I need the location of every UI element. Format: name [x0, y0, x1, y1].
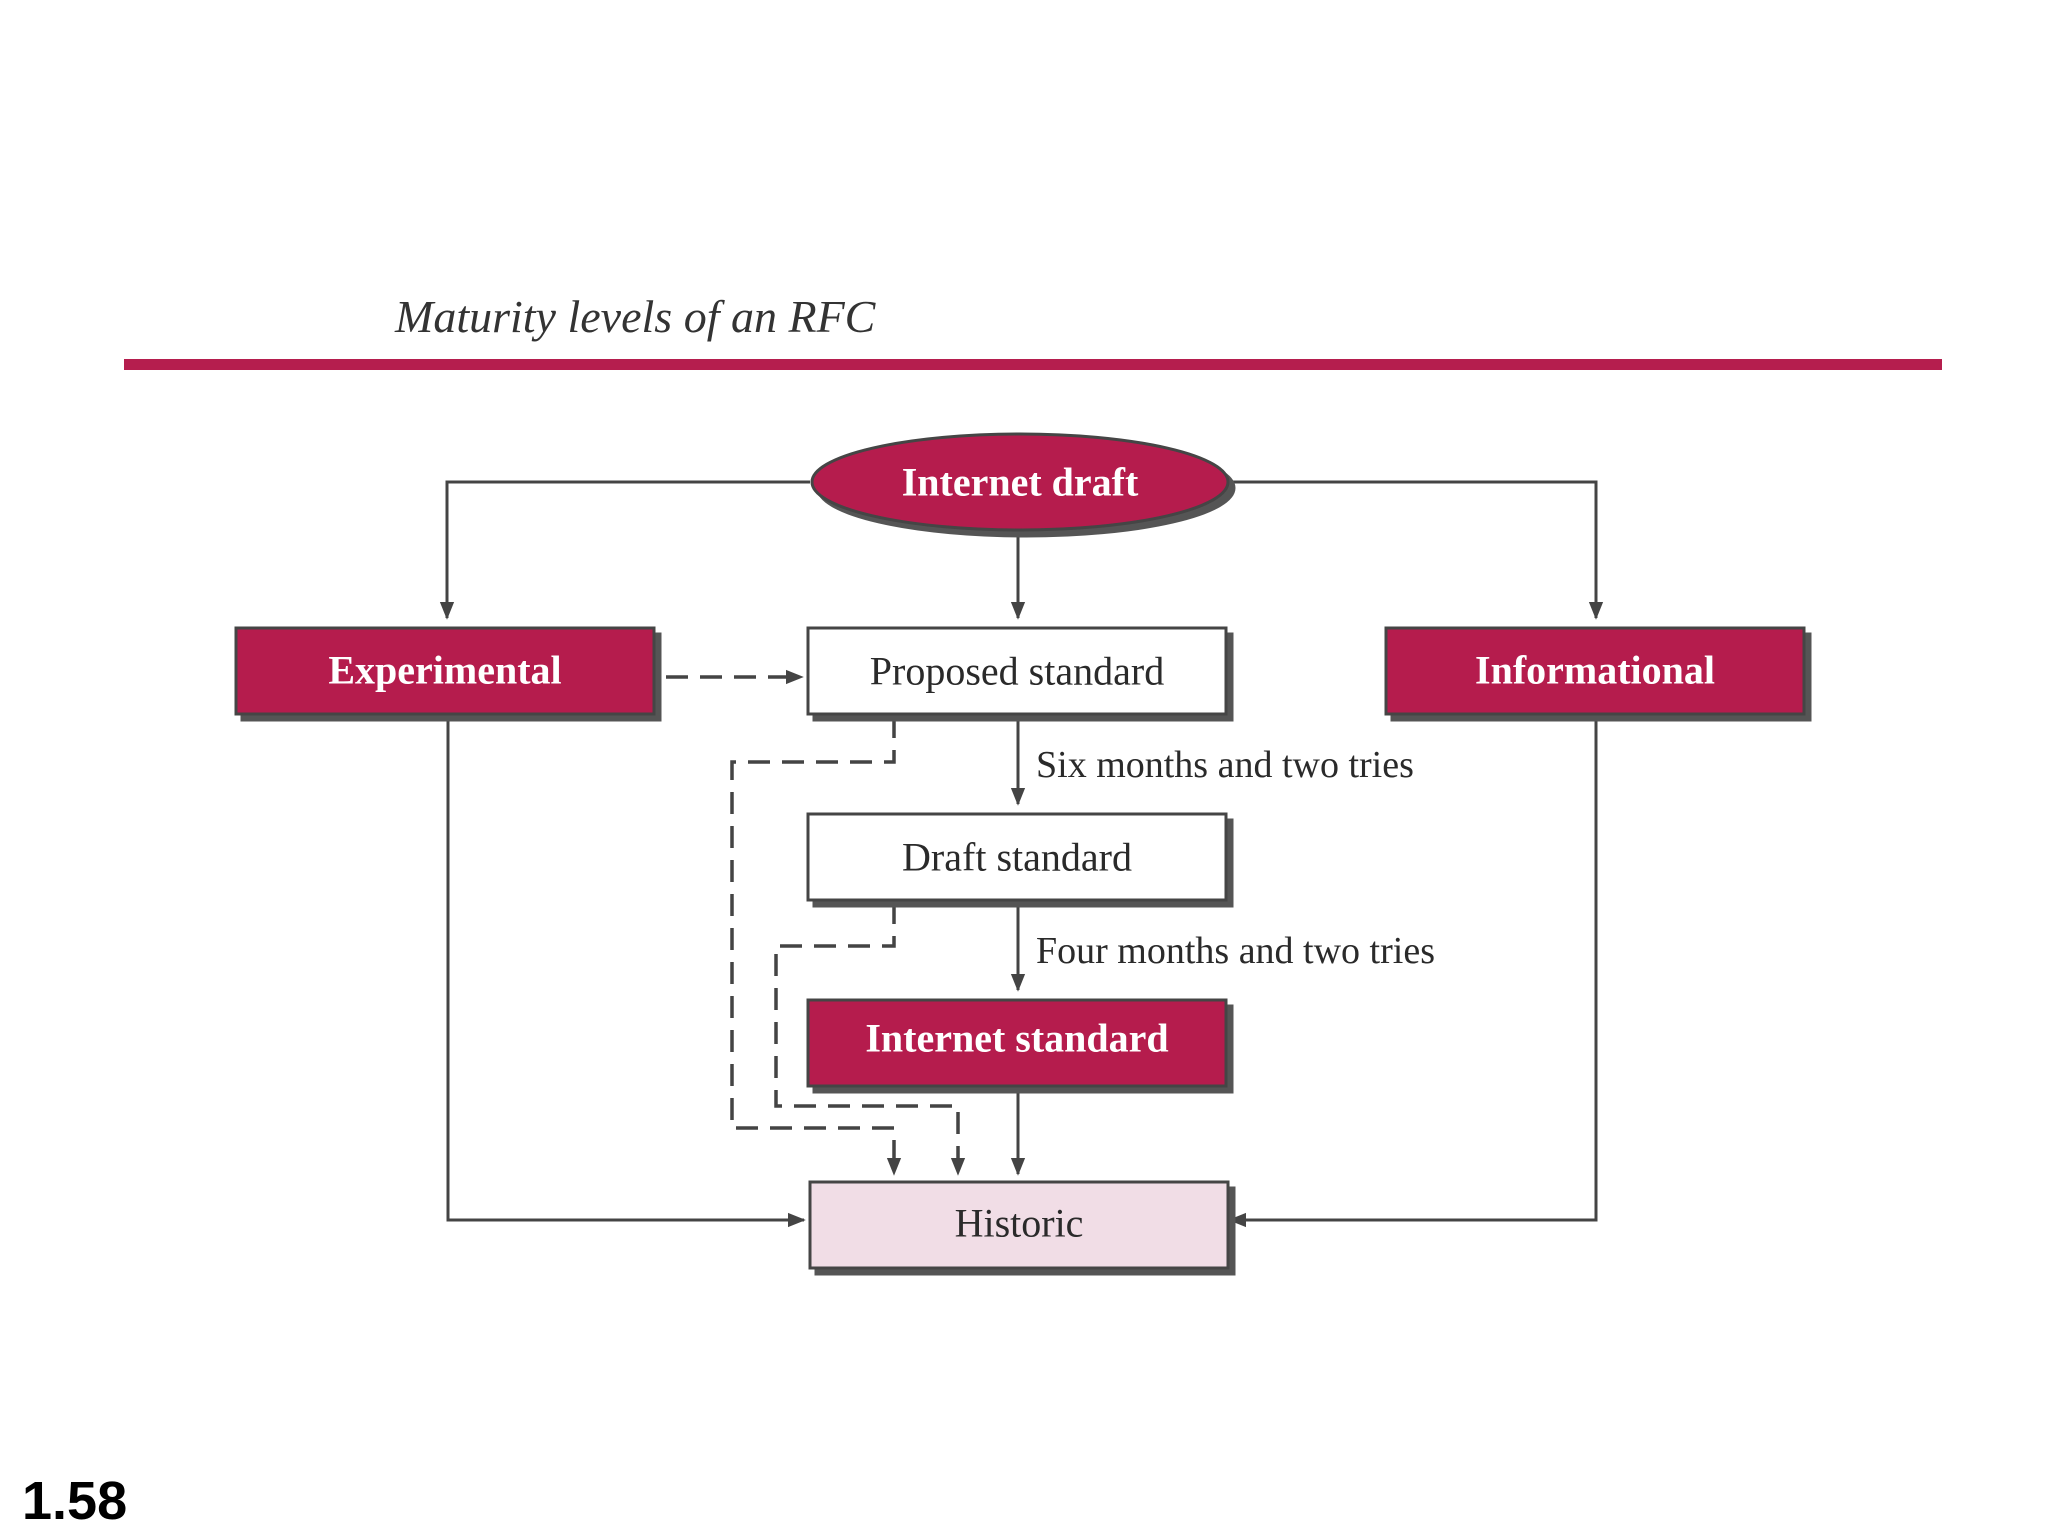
node-informational-label: Informational	[1475, 648, 1715, 693]
node-experimental: Experimental	[234, 626, 656, 716]
slide-number: 1.58	[22, 1471, 128, 1531]
edge-draft-standard-to-historic-dashed	[774, 902, 966, 1176]
dashed-edges	[666, 669, 966, 1176]
node-historic: Historic	[808, 1180, 1230, 1270]
edge-informational-to-historic	[1228, 714, 1598, 1228]
node-proposed-standard-label: Proposed standard	[870, 649, 1164, 694]
node-draft-standard: Draft standard	[806, 812, 1228, 902]
node-experimental-label: Experimental	[328, 648, 561, 693]
node-internet-standard-label: Internet standard	[865, 1016, 1168, 1061]
edge-proposed-to-historic-dashed	[730, 716, 902, 1176]
edge-label-four-months: Four months and two tries	[1036, 930, 1435, 972]
node-internet-draft-label: Internet draft	[902, 460, 1139, 505]
diagram-title: Maturity levels of an RFC	[395, 291, 876, 342]
edge-experimental-to-historic	[446, 714, 806, 1228]
node-internet-draft: Internet draft	[810, 432, 1230, 532]
node-draft-standard-label: Draft standard	[902, 835, 1132, 880]
solid-edges	[439, 480, 1604, 1228]
node-proposed-standard: Proposed standard	[806, 626, 1228, 716]
node-informational: Informational	[1384, 626, 1806, 716]
edge-draft-to-informational	[1220, 480, 1604, 620]
edge-draft-to-experimental	[439, 480, 810, 620]
node-historic-label: Historic	[955, 1201, 1084, 1246]
title-rule	[124, 359, 1942, 370]
edge-label-six-months: Six months and two tries	[1036, 744, 1414, 786]
node-internet-standard: Internet standard	[806, 998, 1228, 1088]
